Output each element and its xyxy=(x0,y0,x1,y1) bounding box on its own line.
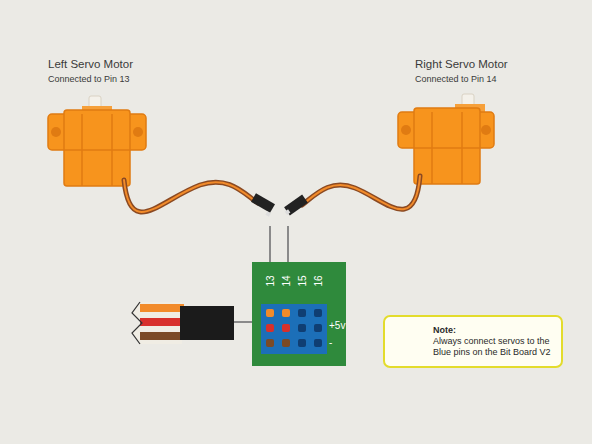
pin-number: 15 xyxy=(298,274,308,288)
pin-note: Connected to Pin 13 xyxy=(48,74,130,84)
servo-title: Right Servo Motor xyxy=(415,58,508,70)
pin-number: 13 xyxy=(266,274,276,288)
servo-plug xyxy=(132,302,234,344)
power-label: +5v xyxy=(329,321,345,331)
power-label: - xyxy=(329,338,332,348)
right-servo xyxy=(398,94,494,184)
note-heading: Note: xyxy=(433,325,557,336)
servo-wires xyxy=(124,176,420,212)
pin-number: 14 xyxy=(282,274,292,288)
note-box: Note:Always connect servos to the Blue p… xyxy=(383,315,563,368)
bit-board: 13 14 15 16 +5v - xyxy=(252,262,346,366)
pin-number: 16 xyxy=(314,274,324,288)
servo-title: Left Servo Motor xyxy=(48,58,133,70)
pin-note: Connected to Pin 14 xyxy=(415,74,497,84)
note-text: Always connect servos to the Blue pins o… xyxy=(433,336,557,358)
servo-connectors xyxy=(251,193,308,217)
left-servo xyxy=(48,96,146,186)
